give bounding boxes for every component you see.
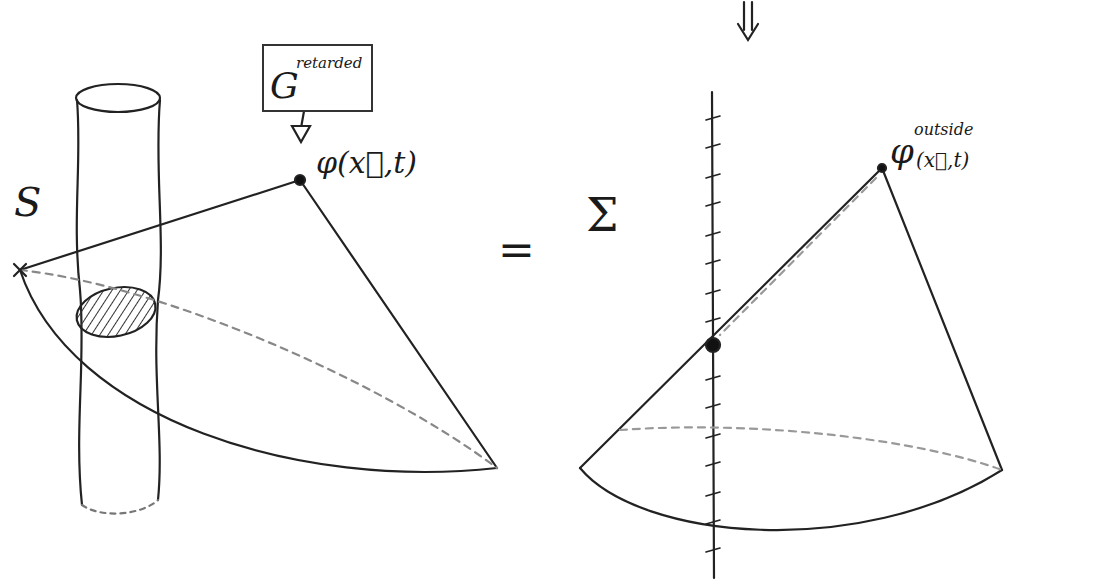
equals-sign: = bbox=[498, 228, 535, 272]
superscript-text: retarded bbox=[296, 56, 362, 71]
field-label: φ(x⃗,t) bbox=[316, 148, 417, 178]
surface-label: Σ bbox=[586, 192, 619, 238]
surface-label: S bbox=[14, 182, 41, 222]
label-box: Gretarded bbox=[262, 44, 373, 112]
implies-arrow bbox=[738, 2, 758, 40]
field-label: φ bbox=[890, 134, 914, 168]
argument-text: (x⃗,t) bbox=[916, 150, 969, 170]
light-cone bbox=[580, 168, 1002, 530]
light-cone bbox=[14, 180, 497, 472]
apex-dot bbox=[878, 164, 886, 172]
superscript-text: outside bbox=[914, 122, 973, 138]
symbol-text: G bbox=[270, 68, 299, 104]
apex-dot bbox=[295, 175, 305, 185]
